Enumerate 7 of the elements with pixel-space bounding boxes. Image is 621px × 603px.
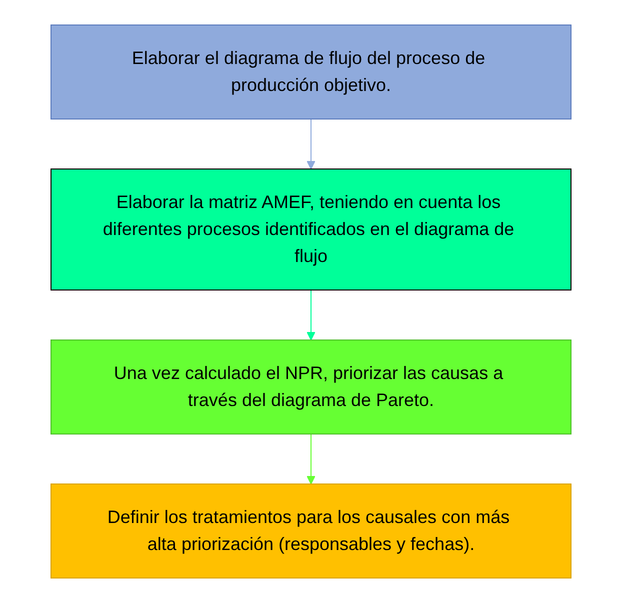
arrow [306,118,315,170]
node-box: Elaborar el diagrama de flujo del proceso de producción objetivo. [50,24,571,120]
arrow [306,290,315,340]
arrow [306,434,315,484]
node-box: Definir los tratamientos para los causales con más alta priorización (responsables y fechas). [50,484,571,578]
node-box: Elaborar la matriz AMEF, teniendo en cuenta los diferentes procesos identificados en el diagrama de flujo [50,168,571,290]
node-box: Una vez calculado el NPR, priorizar las causas a través del diagrama de Pareto. [50,340,571,434]
